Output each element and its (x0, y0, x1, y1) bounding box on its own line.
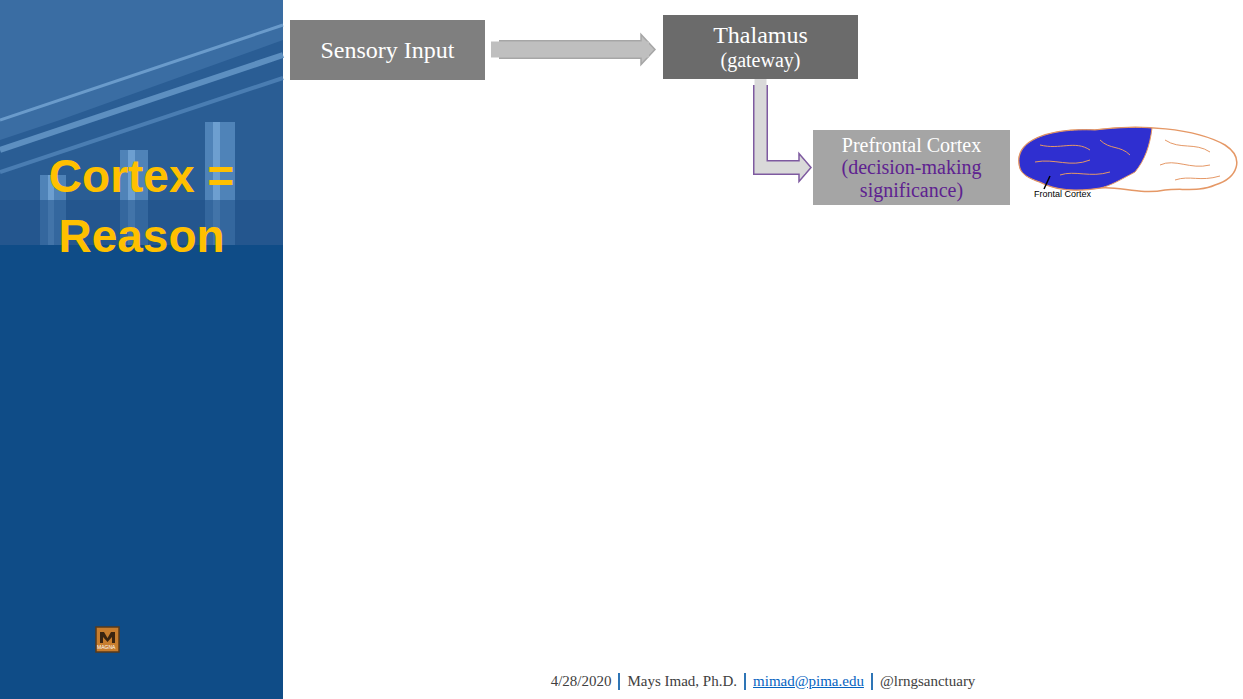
footer-bar: 4/28/2020Mays Imad, Ph.D.mimad@pima.edu@… (283, 670, 1243, 692)
brain-illustration (1019, 127, 1237, 191)
leader-line (1044, 176, 1050, 189)
box-heading: Thalamus (713, 22, 808, 49)
process-box: Prefrontal Cortex(decision-making signif… (813, 130, 1010, 205)
footer-author: Mays Imad, Ph.D. (618, 673, 744, 690)
box-subtext: (decision-making significance) (821, 156, 1002, 201)
arrow-outline (499, 40, 641, 59)
logo-text: MAGNA (97, 645, 115, 650)
footer-email: mimad@pima.edu (744, 673, 871, 690)
flow-arrow (499, 35, 655, 65)
arrow-shaft (499, 42, 641, 58)
side-panel (0, 0, 283, 699)
arrow-outline (761, 85, 800, 168)
box-subtext: (gateway) (721, 49, 801, 71)
box-heading: Sensory Input (321, 37, 455, 64)
footer-date: 4/28/2020 (544, 673, 619, 690)
arrow-shaft (761, 85, 800, 168)
columns-photo (0, 0, 283, 245)
flow-arrow (761, 85, 812, 182)
slide-title: Cortex = Reason (0, 146, 283, 266)
figure-label: Frontal Cortex (1034, 190, 1091, 199)
magna-logo (96, 627, 119, 652)
footer-handle: @lrngsanctuary (871, 673, 982, 690)
process-box: Sensory Input (290, 20, 485, 80)
box-heading: Prefrontal Cortex (842, 134, 981, 156)
process-box: Thalamus(gateway) (663, 15, 858, 79)
